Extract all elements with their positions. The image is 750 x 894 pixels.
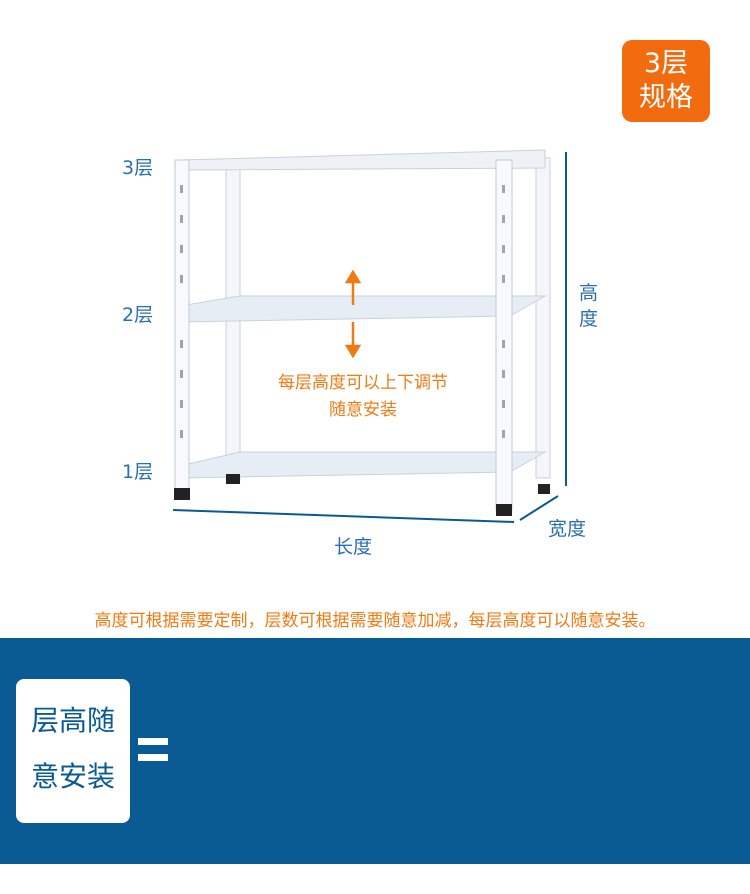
badge-line2: 规格 (639, 82, 693, 113)
info-card: 层高随 意安装 (16, 679, 130, 823)
level-label-1: 1层 (122, 461, 154, 483)
level-label-3: 3层 (122, 157, 154, 179)
card-line1: 层高随 (30, 704, 115, 737)
equals-sign (138, 738, 168, 745)
height-label: 高 度 (579, 280, 598, 332)
width-dimension-line (519, 495, 559, 521)
height-label-char1: 高 (579, 282, 599, 304)
post-holes (180, 185, 505, 438)
adjust-note: 每层高度可以上下调节 随意安装 (256, 370, 470, 424)
badge-line1: 3层 (643, 48, 689, 79)
width-label: 宽度 (548, 518, 587, 540)
front-right-post (495, 159, 513, 511)
length-dimension-line (172, 509, 515, 523)
foot (496, 504, 512, 516)
foot (174, 488, 190, 500)
level-label-2: 2层 (122, 304, 154, 326)
spec-badge: 3层 规格 (622, 40, 710, 122)
adjust-arrow-icon (344, 269, 362, 359)
equals-sign (138, 754, 168, 761)
shelf-top (179, 149, 546, 171)
height-label-char2: 度 (579, 308, 599, 330)
back-right-post (535, 157, 551, 479)
caption: 高度可根据需要定制，层数可根据需要随意加减，每层高度可以随意安装。 (94, 611, 656, 631)
foot (226, 474, 240, 484)
front-left-post (174, 159, 190, 493)
length-label: 长度 (334, 536, 373, 558)
shelf-middle (179, 295, 547, 323)
foot (538, 484, 550, 494)
card-line2: 意安装 (30, 760, 115, 793)
back-left-post (225, 167, 241, 481)
adjust-note-line1: 每层高度可以上下调节 (278, 373, 448, 393)
adjust-note-line2: 随意安装 (329, 400, 397, 420)
